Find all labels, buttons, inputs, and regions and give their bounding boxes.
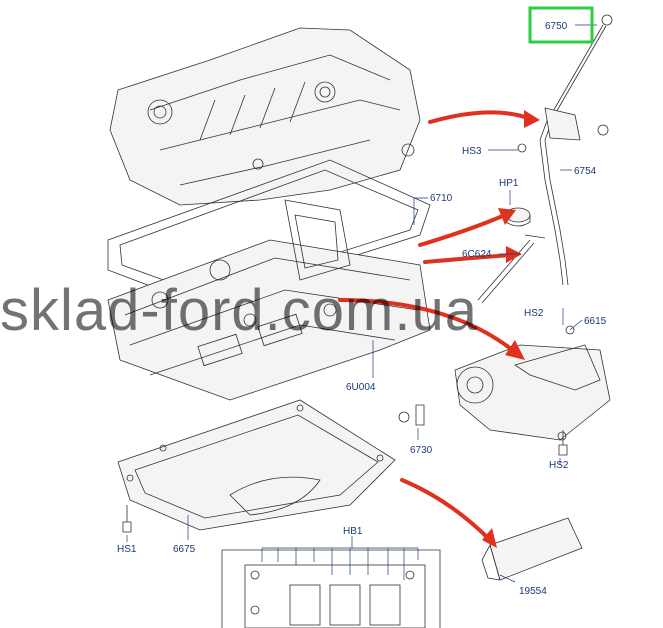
label-6754: 6754: [574, 166, 597, 177]
ladder-frame: [221, 549, 441, 628]
red-arrows: [338, 110, 530, 542]
sealant-tube: [481, 517, 583, 581]
bolt-hs2-lower: [558, 430, 568, 456]
oil-pump: [454, 325, 611, 441]
lower-oil-pan: [117, 399, 396, 531]
label-19554: 19554: [519, 586, 547, 597]
label-6730: 6730: [410, 445, 433, 456]
engine-block: [109, 27, 421, 206]
bolt-hs1: [122, 505, 132, 533]
label-6710: 6710: [430, 193, 453, 204]
highlight-box: [528, 6, 594, 44]
label-hs2-lower: HS2: [549, 460, 569, 471]
watermark: sklad-ford.com.ua: [0, 278, 478, 343]
label-hs1: HS1: [117, 544, 137, 555]
dipstick-assembly: [517, 14, 613, 286]
arrowheads: [482, 110, 540, 548]
label-6675: 6675: [173, 544, 196, 555]
label-hp1: HP1: [499, 178, 519, 189]
upper-oil-pan: [107, 199, 431, 401]
label-hs2-upper: HS2: [524, 308, 544, 319]
label-hb1: HB1: [343, 526, 363, 537]
label-6u004: 6U004: [346, 382, 376, 393]
drain-plug: [398, 404, 425, 426]
label-hs3: HS3: [462, 146, 482, 157]
label-6750: 6750: [545, 21, 568, 32]
oil-pan-gasket: [107, 159, 431, 306]
label-6c624: 6C624: [462, 249, 492, 260]
leader-lines: [126, 24, 597, 583]
label-6615: 6615: [584, 316, 607, 327]
